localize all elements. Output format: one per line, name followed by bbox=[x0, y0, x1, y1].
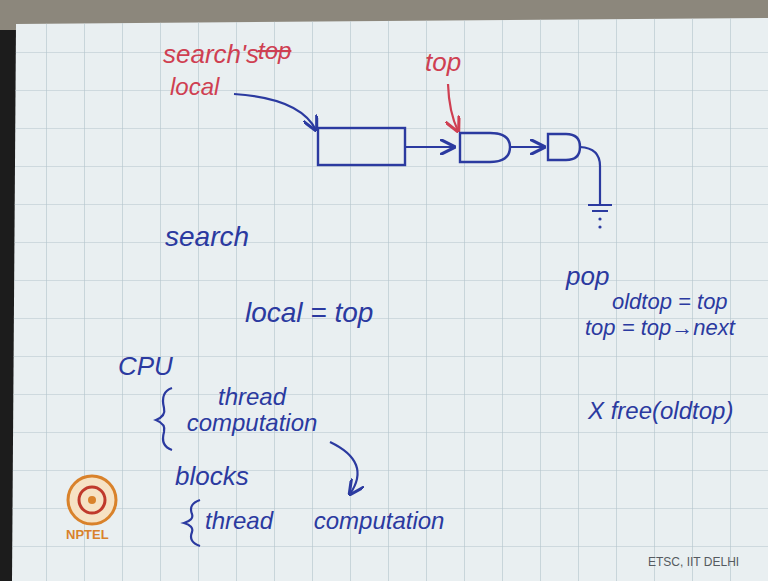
note-heading: search bbox=[165, 222, 249, 253]
move-arrow bbox=[330, 442, 358, 494]
code-note: X free(oldtop) bbox=[588, 398, 733, 424]
ground-dot bbox=[598, 217, 601, 220]
note-heading: CPU bbox=[118, 352, 173, 381]
link-arrow bbox=[510, 146, 544, 148]
logo-ring bbox=[79, 487, 105, 513]
brace bbox=[156, 388, 172, 450]
paper-grid bbox=[12, 18, 768, 581]
note-heading: pop bbox=[566, 262, 609, 291]
note-text: thread computation bbox=[205, 508, 444, 534]
null-link bbox=[580, 147, 600, 205]
code-note: local = top bbox=[245, 298, 373, 329]
list-node bbox=[460, 133, 510, 162]
pointer-arrow bbox=[448, 84, 458, 131]
ground-dot bbox=[598, 225, 601, 228]
logo-dot bbox=[88, 496, 96, 504]
struck-word: top bbox=[258, 38, 291, 64]
link-arrow bbox=[405, 146, 454, 148]
note-text: thread computation bbox=[172, 384, 332, 437]
list-node bbox=[548, 134, 580, 160]
code-note: oldtop = top bbox=[612, 290, 728, 314]
ground-symbol bbox=[588, 205, 612, 211]
pointer-label: local bbox=[170, 74, 219, 100]
pointer-label: search's bbox=[163, 40, 259, 69]
paper bbox=[12, 18, 768, 581]
pointer-label: top bbox=[425, 48, 461, 77]
local-node-box bbox=[318, 128, 405, 165]
brace bbox=[184, 500, 200, 546]
logo-ring bbox=[68, 476, 116, 524]
code-note: top = top→next bbox=[585, 316, 735, 340]
note-heading: blocks bbox=[175, 462, 249, 491]
pointer-arrow bbox=[234, 94, 316, 130]
watermark: ETSC, IIT DELHI bbox=[648, 556, 739, 569]
logo-text: NPTEL bbox=[66, 528, 109, 542]
